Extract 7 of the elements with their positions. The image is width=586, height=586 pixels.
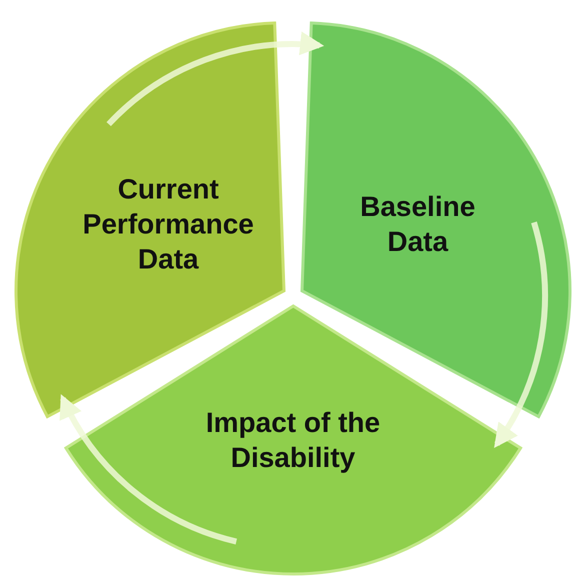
segment-label: Current Performance Data (82, 172, 255, 276)
pie-segment (66, 306, 520, 574)
curved-arrow (60, 394, 238, 544)
curved-arrow (106, 32, 324, 126)
segment-label: Impact of the Disability (204, 406, 382, 475)
segment-label: Baseline Data (359, 190, 476, 259)
curved-arrow (494, 222, 548, 448)
